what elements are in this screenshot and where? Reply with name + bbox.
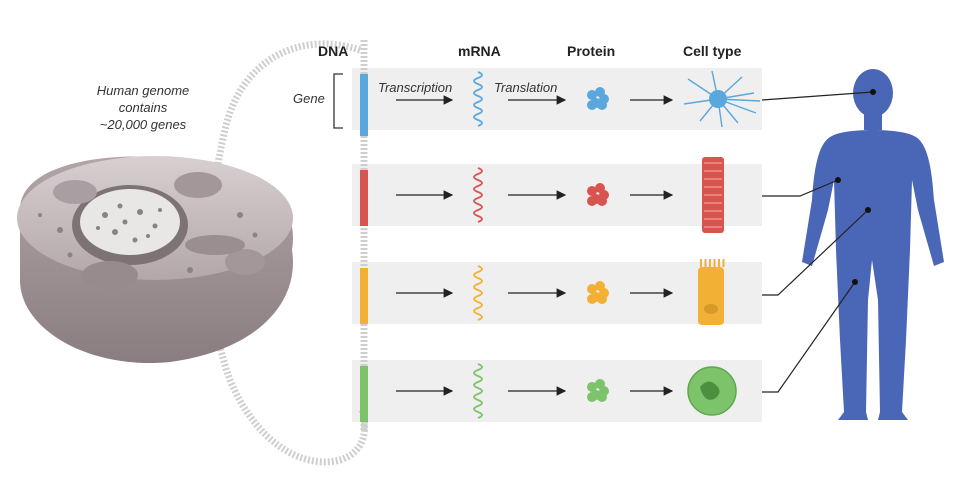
- gene-segment-blue: [360, 74, 368, 136]
- expression-row-1: [396, 70, 761, 128]
- epithelial-cell-icon: [698, 259, 725, 325]
- mrna-strand: [473, 265, 483, 321]
- header-mrna: mRNA: [458, 43, 501, 59]
- mrna-strand: [473, 71, 483, 127]
- chromosome-loop: [207, 40, 369, 466]
- dna-gene-segments: [360, 74, 368, 422]
- genome-caption-line-1: Human genome: [96, 83, 190, 98]
- gene-bracket: [333, 73, 343, 129]
- protein-icon: [587, 183, 609, 206]
- protein-icon: [587, 379, 609, 402]
- genome-caption-line-3: ~20,000 genes: [99, 117, 187, 132]
- gene-segment-red: [360, 170, 368, 226]
- mrna-strand: [473, 363, 483, 419]
- eukaryotic-cell-illustration: [17, 156, 294, 364]
- translation-label: Translation: [494, 80, 558, 95]
- expression-row-2: [396, 157, 724, 233]
- header-dna: DNA: [318, 43, 349, 59]
- expression-row-4: [396, 363, 737, 419]
- protein-icon: [587, 281, 609, 304]
- protein-icon: [587, 87, 609, 110]
- genome-caption-line-2: contains: [118, 100, 168, 115]
- white-blood-cell-icon: [687, 366, 737, 416]
- body-connector-dots: [835, 89, 876, 285]
- expression-rows: [396, 70, 761, 419]
- human-body-silhouette: [802, 69, 944, 420]
- muscle-cell-icon: [702, 157, 724, 233]
- transcription-label: Transcription: [378, 80, 453, 95]
- neuron-body: [709, 90, 727, 108]
- gene-segment-green: [360, 366, 368, 422]
- header-protein: Protein: [567, 43, 616, 59]
- expression-row-3: [396, 259, 725, 325]
- body-connectors: [761, 91, 874, 393]
- gene-label: Gene: [293, 91, 325, 106]
- genome-caption: Human genome contains ~20,000 genes: [78, 82, 208, 133]
- gene-segment-orange: [360, 268, 368, 324]
- header-cell-type: Cell type: [683, 43, 742, 59]
- mrna-strand: [473, 167, 483, 223]
